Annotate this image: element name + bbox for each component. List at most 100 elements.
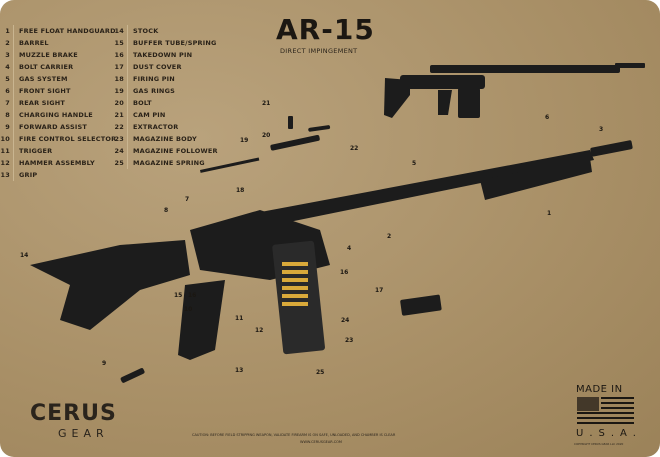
callout-22: 22 [350,145,359,152]
part-label: MUZZLE BRAKE [19,51,78,59]
part-item: 24 MAGAZINE FOLLOWER [114,145,218,157]
part-label: TRIGGER [19,147,53,155]
part-number: 2 [0,37,14,49]
part-number: 7 [0,97,14,109]
part-label: FREE FLOAT HANDGUARD [19,27,116,35]
part-number: 25 [114,157,128,169]
callout-6: 6 [545,114,550,121]
part-number: 20 [114,97,128,109]
part-item: 19 GAS RINGS [114,85,218,97]
part-label: MAGAZINE BODY [133,135,197,143]
callout-3: 3 [599,126,604,133]
part-number: 9 [0,121,14,133]
part-item: 16 TAKEDOWN PIN [114,49,218,61]
callout-4: 4 [347,245,352,252]
part-label: FIRE CONTROL SELECTOR [19,135,117,143]
part-label: MAGAZINE FOLLOWER [133,147,218,155]
callout-16: 16 [188,292,197,299]
part-label: HAMMER ASSEMBLY [19,159,95,167]
part-number: 5 [0,73,14,85]
callout-11: 11 [235,315,244,322]
caution-text: CAUTION: BEFORE FIELD STRIPPING WEAPON, … [192,433,396,437]
callout-10: 10 [184,306,193,313]
part-item: 18 FIRING PIN [114,73,218,85]
part-item: 21 CAM PIN [114,109,218,121]
parts-list-right: 14 STOCK 15 BUFFER TUBE/SPRING 16 TAKEDOWN PI… [114,25,218,169]
exploded-rifle-image [30,116,633,383]
assembled-rifle-image [384,63,645,118]
callout-25: 25 [316,369,325,376]
part-item: 5 GAS SYSTEM [0,73,116,85]
part-item: 13 GRIP [0,169,116,181]
page-title: AR-15 [276,13,375,46]
part-label: TAKEDOWN PIN [133,51,193,59]
part-number: 23 [114,133,128,145]
part-label: BUFFER TUBE/SPRING [133,39,217,47]
callout-1: 1 [547,210,552,217]
callout-5: 5 [412,160,417,167]
part-number: 19 [114,85,128,97]
part-label: FORWARD ASSIST [19,123,87,131]
part-number: 4 [0,61,14,73]
part-number: 13 [0,169,14,181]
part-label: BARREL [19,39,49,47]
logo-subtext: GEAR [58,427,109,440]
part-number: 14 [114,25,128,37]
part-item: 17 DUST COVER [114,61,218,73]
part-label: GAS SYSTEM [19,75,68,83]
callout-19: 19 [240,137,249,144]
part-number: 24 [114,145,128,157]
subtitle: DIRECT IMPINGEMENT [280,47,358,55]
part-label: STOCK [133,27,159,35]
part-item: 3 MUZZLE BRAKE [0,49,116,61]
part-number: 15 [114,37,128,49]
part-number: 3 [0,49,14,61]
made-in-label: MADE IN [576,384,623,395]
callout-9: 9 [102,360,107,367]
part-number: 21 [114,109,128,121]
callout-7: 7 [185,196,190,203]
callout-17: 17 [375,287,384,294]
part-number: 6 [0,85,14,97]
part-label: GAS RINGS [133,87,175,95]
part-number: 11 [0,145,14,157]
callout-12: 12 [255,327,264,334]
part-number: 17 [114,61,128,73]
website-link[interactable]: WWW.CERUSGEAR.COM [300,440,342,444]
part-label: DUST COVER [133,63,182,71]
callout-15: 15 [174,292,183,299]
callout-18: 18 [236,187,245,194]
part-item: 9 FORWARD ASSIST [0,121,116,133]
part-item: 23 MAGAZINE BODY [114,133,218,145]
callout-24: 24 [341,317,350,324]
part-item: 14 STOCK [114,25,218,37]
part-label: GRIP [19,171,38,179]
part-label: MAGAZINE SPRING [133,159,205,167]
callout-16: 16 [340,269,349,276]
copyright: COPYRIGHT CERUS GEAR LLC 2020 [574,442,624,446]
callout-2: 2 [387,233,392,240]
part-item: 20 BOLT [114,97,218,109]
part-label: CAM PIN [133,111,166,119]
part-item: 12 HAMMER ASSEMBLY [0,157,116,169]
part-number: 16 [114,49,128,61]
part-label: FIRING PIN [133,75,175,83]
part-item: 11 TRIGGER [0,145,116,157]
part-number: 12 [0,157,14,169]
part-number: 18 [114,73,128,85]
part-number: 22 [114,121,128,133]
callout-21: 21 [262,100,271,107]
part-label: BOLT [133,99,152,107]
callout-8: 8 [164,207,169,214]
callout-23: 23 [345,337,354,344]
